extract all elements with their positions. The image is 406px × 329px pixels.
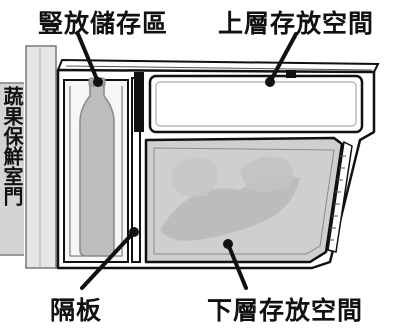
produce-leaf-shape: [240, 156, 294, 192]
divider-handle: [134, 72, 144, 132]
leader-lines: [76, 32, 298, 290]
dot-vertical-storage: [93, 77, 103, 87]
drawer-top-rim: [57, 58, 380, 73]
upper-tray-clip: [286, 70, 296, 78]
leader-divider: [80, 230, 136, 290]
label-divider: 隔板: [50, 296, 103, 325]
upper-storage-tray: [148, 74, 364, 134]
leader-vertical-storage: [76, 32, 100, 84]
upper-tray-inner: [155, 81, 357, 127]
side-label-panel: 蔬果保鮮室門: [0, 82, 24, 256]
drawer-rim-inner: [65, 65, 373, 71]
produce-shape: [160, 175, 300, 241]
grille-lines: [329, 155, 346, 241]
label-lower-storage: 下層存放空間: [207, 296, 364, 325]
label-vertical-storage: 豎放儲存區: [38, 9, 169, 38]
dot-divider: [129, 227, 139, 237]
leader-dots: [93, 77, 275, 249]
dot-upper-storage: [265, 77, 275, 87]
side-compartment-label: 蔬果保鮮室門: [0, 86, 24, 206]
label-upper-storage: 上層存放空間: [218, 9, 375, 38]
bottle-icon: [79, 83, 115, 257]
front-grille: [327, 140, 353, 253]
leader-upper-storage: [268, 32, 298, 84]
leader-lower-storage: [226, 242, 248, 290]
cabinet-wall: [25, 45, 57, 269]
lower-tray-inner: [153, 147, 335, 255]
dot-lower-storage: [223, 239, 233, 249]
produce-round-shape: [172, 157, 218, 197]
